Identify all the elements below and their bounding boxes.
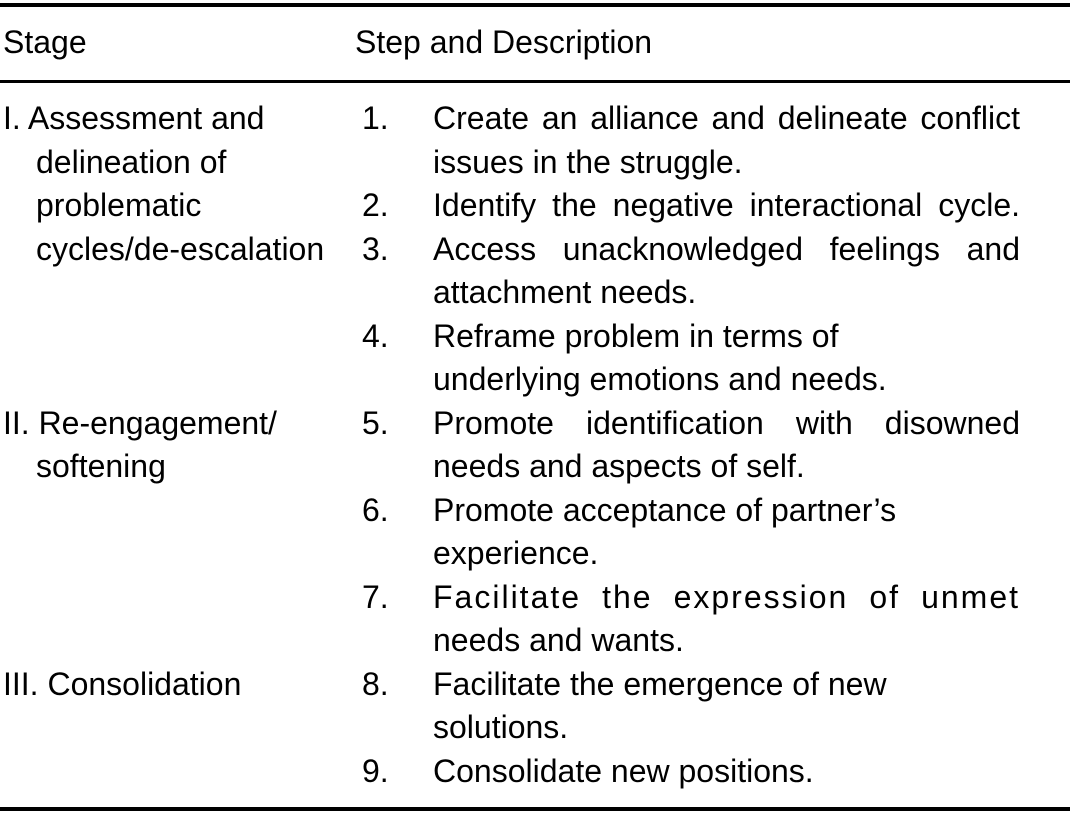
step-row: 8. Facilitate the emergence of new solut… [355, 663, 1070, 750]
step-line: Facilitate the expression of unmet [433, 578, 1020, 615]
stage-label-line: II. Re-engagement/ [3, 404, 277, 441]
stage-label-line: III. Consolidation [3, 665, 242, 702]
step-line: Consolidate new positions. [433, 752, 814, 789]
steps-list: 8. Facilitate the emergence of new solut… [355, 663, 1070, 794]
stage-label-line: softening [36, 448, 166, 484]
step-line: Reframe problem in terms of [433, 317, 839, 354]
step-number: 4. [362, 317, 389, 354]
table-body: I. Assessment and delineation of problem… [0, 97, 1070, 793]
step-description: Create an alliance and delineate conflic… [433, 97, 1020, 184]
step-line: needs and aspects of self. [433, 448, 805, 484]
stage-label-line: I. Assessment and [3, 100, 265, 136]
step-number: 3. [362, 230, 389, 267]
step-description: Reframe problem in terms of underlying e… [433, 315, 1020, 402]
step-line: Create an alliance and delineate conflic… [433, 100, 1020, 136]
stage-block-2: II. Re-engagement/ softening 5. Promote … [0, 402, 1070, 663]
stage-label-line: delineation of [36, 143, 227, 180]
step-description: Facilitate the expression of unmet needs… [433, 576, 1020, 663]
step-line: attachment needs. [433, 274, 697, 310]
step-row: 2. Identify the negative interactional c… [355, 184, 1070, 228]
step-line: Access unacknowledged feelings and [433, 230, 1020, 267]
steps-list: 5. Promote identification with disowned … [355, 402, 1070, 663]
stage-column-header: Stage [3, 24, 87, 60]
step-row: 4. Reframe problem in terms of underlyin… [355, 315, 1070, 402]
step-number: 8. [362, 665, 389, 702]
stage-label: II. Re-engagement/ softening [0, 402, 355, 489]
step-description: Identify the negative interactional cycl… [433, 184, 1020, 228]
step-row: 3. Access unacknowledged feelings and at… [355, 228, 1070, 315]
step-line: solutions. [433, 709, 569, 745]
step-line: issues in the struggle. [433, 143, 743, 180]
step-line: Promote identification with disowned [433, 404, 1020, 441]
step-number: 6. [362, 491, 389, 528]
step-description: Promote acceptance of partner’s experien… [433, 489, 1020, 576]
table-top-rule [0, 3, 1070, 7]
step-line: needs and wants. [433, 622, 684, 658]
step-row: 1. Create an alliance and delineate conf… [355, 97, 1070, 184]
step-description: Access unacknowledged feelings and attac… [433, 228, 1020, 315]
step-number: 5. [362, 404, 389, 441]
step-row: 5. Promote identification with disowned … [355, 402, 1070, 489]
step-row: 9. Consolidate new positions. [355, 750, 1070, 794]
stage-label: I. Assessment and delineation of problem… [0, 97, 355, 271]
stage-block-3: III. Consolidation 8. Facilitate the eme… [0, 663, 1070, 794]
step-line: Identify the negative interactional cycl… [433, 187, 1020, 223]
table-header-rule [0, 80, 1070, 83]
step-line: underlying emotions and needs. [433, 361, 887, 397]
stage-block-1: I. Assessment and delineation of problem… [0, 97, 1070, 402]
step-row: 7. Facilitate the expression of unmet ne… [355, 576, 1070, 663]
step-number: 9. [362, 752, 389, 789]
table-bottom-rule [0, 807, 1070, 811]
stage-label: III. Consolidation [0, 663, 355, 707]
steps-list: 1. Create an alliance and delineate conf… [355, 97, 1070, 402]
step-description: Facilitate the emergence of new solution… [433, 663, 1020, 750]
step-description: Consolidate new positions. [433, 750, 1020, 794]
step-number: 7. [362, 578, 389, 615]
stage-label-line: problematic [36, 187, 202, 223]
step-row: 6. Promote acceptance of partner’s exper… [355, 489, 1070, 576]
step-line: experience. [433, 535, 599, 571]
step-description: Promote identification with disowned nee… [433, 402, 1020, 489]
step-line: Facilitate the emergence of new [433, 665, 887, 702]
step-column-header: Step and Description [355, 24, 653, 60]
step-number: 1. [362, 100, 389, 136]
step-number: 2. [362, 187, 389, 223]
stage-label-line: cycles/de-escalation [36, 230, 325, 267]
step-line: Promote acceptance of partner’s [433, 491, 897, 528]
